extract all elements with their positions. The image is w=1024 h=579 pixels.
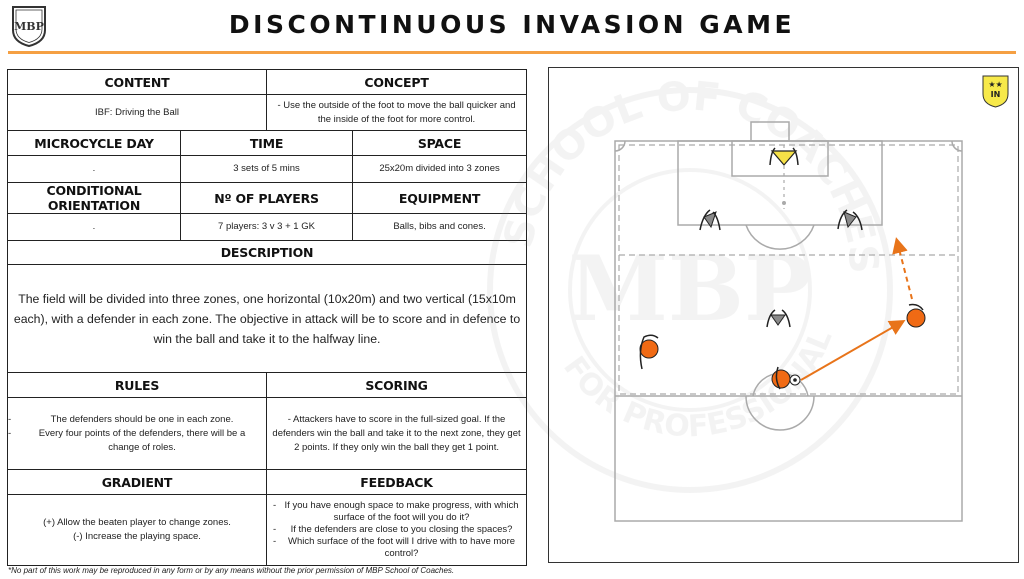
goal (750, 121, 790, 142)
orientation-header: CONDITIONAL ORIENTATION (7, 182, 181, 214)
gradient-item: (+) Allow the beaten player to change zo… (43, 517, 231, 528)
time-header: TIME (179, 130, 354, 156)
feedback-item: If you have enough space to make progres… (273, 500, 522, 524)
zone-boundary (618, 144, 959, 395)
level-badge: ★★ IN (982, 75, 1009, 108)
attacker-marker (639, 334, 659, 370)
concept-value: - Use the outside of the foot to move th… (266, 94, 528, 131)
badge-text: IN (991, 90, 1001, 99)
goalkeeper-marker (769, 147, 799, 166)
pitch-panel (548, 67, 1019, 563)
space-header: SPACE (352, 130, 528, 156)
description-header: DESCRIPTION (6, 240, 528, 265)
run-arrow (892, 237, 913, 300)
drive-arrow (800, 320, 906, 381)
defender-marker (837, 209, 863, 231)
feedback-list: If you have enough space to make progres… (273, 500, 522, 560)
rules-item: Every four points of the defenders, ther… (8, 427, 262, 455)
rules-header: RULES (6, 372, 268, 398)
attacker-marker (771, 366, 791, 390)
players-value: 7 players: 3 v 3 + 1 GK (179, 213, 354, 241)
session-sheet: CONTENT CONCEPT IBF: Driving the Ball - … (6, 69, 528, 566)
time-value: 3 sets of 5 mins (179, 155, 354, 183)
feedback-item: If the defenders are close to you closin… (273, 524, 522, 536)
field-outline (614, 140, 963, 522)
ball-icon (789, 374, 801, 386)
scoring-value: - Attackers have to score in the full-si… (266, 397, 528, 470)
feedback-header: FEEDBACK (266, 469, 528, 495)
watermark-center-text: MBP (568, 236, 811, 342)
content-header: CONTENT (6, 69, 268, 95)
rules-list: The defenders should be one in each zone… (8, 413, 262, 455)
badge-stars: ★★ (988, 80, 1002, 89)
copyright-footer: *No part of this work may be reproduced … (8, 566, 455, 575)
penalty-arc (745, 224, 815, 250)
feedback-cell: If you have enough space to make progres… (266, 494, 528, 566)
concept-header: CONCEPT (266, 69, 528, 95)
feedback-item: Which surface of the foot will I drive w… (273, 536, 522, 560)
page-title: DISCONTINUOUS INVASION GAME (228, 10, 796, 39)
attacker-marker (906, 303, 926, 328)
gradient-header: GRADIENT (6, 469, 268, 495)
goal-area (731, 140, 829, 177)
scoring-header: SCORING (266, 372, 528, 398)
gradient-cell: (+) Allow the beaten player to change zo… (6, 494, 268, 566)
logo-text: MBP (14, 20, 44, 33)
microcycle-value: . (7, 155, 181, 183)
gradient-item: (-) Increase the playing space. (73, 531, 201, 542)
description-text: The field will be divided into three zon… (6, 264, 528, 373)
center-circle (745, 395, 815, 431)
title-underline (8, 51, 1016, 54)
defender-marker (766, 309, 791, 328)
mbp-logo: MBP (12, 6, 46, 48)
rules-cell: The defenders should be one in each zone… (6, 397, 268, 470)
microcycle-header: MICROCYCLE DAY (7, 130, 181, 156)
rules-item: The defenders should be one in each zone… (8, 413, 262, 427)
players-header: Nº OF PLAYERS (179, 182, 354, 214)
content-value: IBF: Driving the Ball (6, 94, 268, 131)
orientation-value: . (7, 213, 181, 241)
defender-marker (699, 209, 721, 231)
pitch-diagram (614, 121, 963, 522)
